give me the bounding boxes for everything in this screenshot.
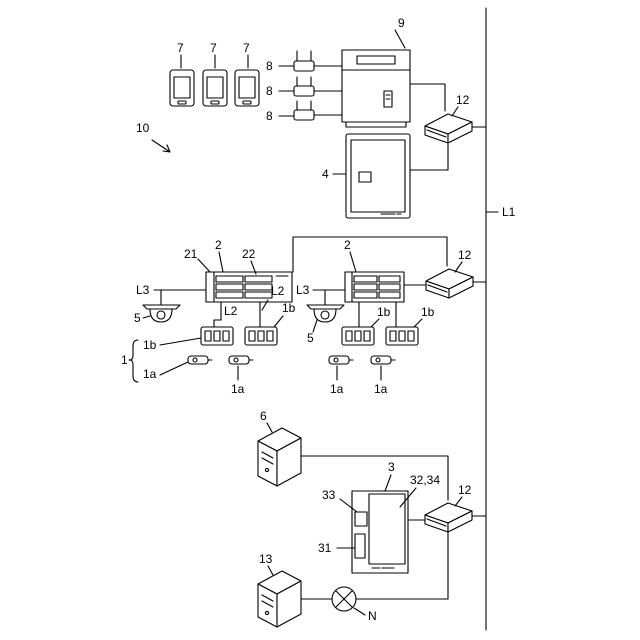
- label-22: 22: [242, 247, 256, 261]
- brace-1: [129, 340, 138, 382]
- network-N: [332, 587, 356, 611]
- leader-13: [268, 566, 273, 575]
- leader-3: [385, 475, 391, 491]
- leader-1a-group: [160, 362, 188, 375]
- camera-5-left: [143, 305, 180, 322]
- key-1a-left-b: [229, 356, 253, 364]
- label-2-left: 2: [215, 238, 222, 252]
- label-8-b: 8: [266, 84, 273, 98]
- leader-6: [267, 423, 272, 432]
- reader-1b-left-b: [245, 327, 277, 345]
- leader-2-right: [350, 252, 356, 272]
- leader-1b-left-b: [274, 316, 283, 327]
- server-6: [258, 428, 301, 486]
- hub-12-bottom: [425, 503, 472, 532]
- label-7-c: 7: [243, 41, 250, 55]
- label-12-bottom: 12: [458, 483, 472, 497]
- key-1a-left-a: [188, 356, 212, 364]
- label-8-a: 8: [266, 59, 273, 73]
- server-9: [342, 50, 410, 127]
- label-1a-right-b: 1a: [374, 382, 388, 396]
- label-L3-right: L3: [296, 283, 310, 297]
- leader-12-mid: [455, 262, 462, 272]
- label-4: 4: [322, 167, 329, 181]
- label-7-a: 7: [177, 41, 184, 55]
- key-1a-right-b: [371, 356, 395, 364]
- leader-21: [198, 259, 210, 272]
- leader-33: [340, 499, 357, 512]
- access-point-8-c: [294, 101, 342, 120]
- hub-12-mid: [426, 269, 473, 298]
- key-1a-right-a: [329, 356, 353, 364]
- access-point-8-a: [294, 51, 342, 71]
- leader-1b-left-a: [160, 338, 201, 345]
- label-L1: L1: [502, 205, 516, 219]
- hub-12-top: [425, 114, 472, 143]
- label-1: 1: [121, 353, 128, 367]
- smartphone-7-b: [203, 70, 227, 106]
- label-12-top: 12: [456, 93, 470, 107]
- link-4-hub: [410, 143, 448, 170]
- label-31: 31: [318, 541, 332, 555]
- leader-5-right: [313, 320, 317, 332]
- label-L2-inner: L2: [224, 304, 238, 318]
- smartphone-7-c: [235, 70, 259, 106]
- label-L3-left: L3: [136, 283, 150, 297]
- label-5-left: 5: [134, 311, 141, 325]
- leader-12-bottom: [455, 497, 462, 506]
- line-L3-left: [161, 290, 206, 305]
- line-L3-right: [325, 290, 345, 305]
- label-9: 9: [398, 16, 405, 30]
- label-1a-left: 1a: [231, 382, 245, 396]
- leader-N: [354, 608, 365, 615]
- label-13: 13: [259, 552, 273, 566]
- terminal-3: [352, 491, 408, 573]
- leader-1b-right-b: [414, 319, 422, 327]
- label-1b-left-a: 1b: [143, 338, 157, 352]
- label-5-right: 5: [307, 331, 314, 345]
- link-left-controller: [293, 237, 447, 272]
- label-10: 10: [136, 121, 150, 135]
- server-13: [258, 571, 301, 627]
- label-L2-top: L2: [271, 284, 285, 298]
- display-panel-4: [346, 134, 410, 218]
- label-3: 3: [388, 460, 395, 474]
- label-N: N: [368, 609, 377, 623]
- access-point-8-b: [294, 77, 342, 96]
- label-1b-right-a: 1b: [377, 305, 391, 319]
- reader-1b-right-a: [342, 327, 374, 345]
- label-1b-left-b: 1b: [282, 301, 296, 315]
- label-7-b: 7: [210, 41, 217, 55]
- leader-5-left: [143, 316, 150, 318]
- reader-1b-right-b: [386, 327, 418, 345]
- label-6: 6: [260, 409, 267, 423]
- label-1a-right-a: 1a: [330, 382, 344, 396]
- label-12-mid: 12: [458, 248, 472, 262]
- label-8-c: 8: [266, 109, 273, 123]
- line-L2-left-a: [214, 302, 221, 327]
- controller-2-right: [345, 272, 404, 302]
- reader-1b-left-a: [201, 327, 233, 345]
- arrow-10: [152, 140, 170, 152]
- smartphone-7-a: [170, 70, 194, 106]
- camera-5-right: [307, 305, 344, 322]
- link-9-hub: [410, 84, 445, 111]
- leader-9: [395, 30, 405, 48]
- leader-2-left: [219, 252, 223, 272]
- label-33: 33: [322, 488, 336, 502]
- label-1b-right-b: 1b: [421, 305, 435, 319]
- label-2-right: 2: [344, 238, 351, 252]
- leader-12-top: [452, 107, 458, 116]
- label-32-34: 32,34: [410, 473, 440, 487]
- label-21: 21: [184, 247, 198, 261]
- link-N-hub: [356, 532, 448, 599]
- leader-1b-right-a: [371, 319, 379, 327]
- label-1a-group: 1a: [143, 367, 157, 381]
